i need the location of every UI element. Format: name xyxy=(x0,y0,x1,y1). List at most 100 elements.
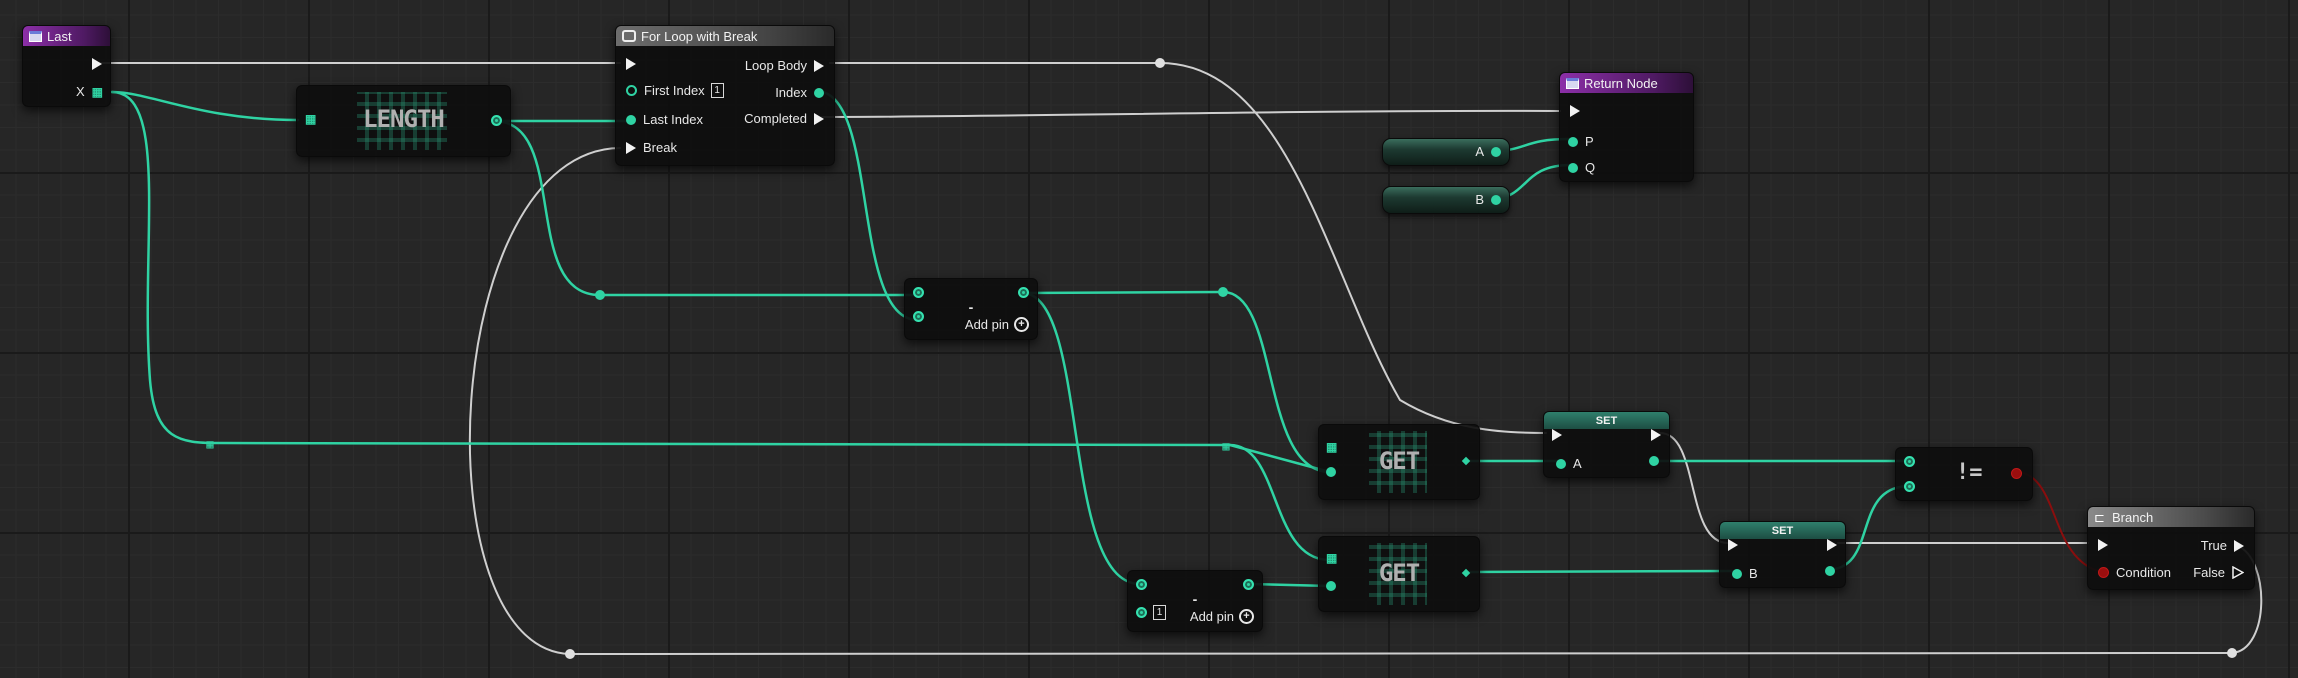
set-b-header[interactable]: SET xyxy=(1720,522,1845,539)
for-loop-title: For Loop with Break xyxy=(641,28,758,44)
for-loop-header[interactable]: For Loop with Break xyxy=(616,26,834,46)
reroute-knot xyxy=(2227,648,2237,658)
condition-label: Condition xyxy=(2116,565,2171,580)
exec-arrow-icon xyxy=(2234,539,2244,552)
add-pin-button[interactable]: Add pin+ xyxy=(1190,609,1254,624)
first-index-pin[interactable]: First Index 1 xyxy=(626,83,724,98)
branch-header[interactable]: ⊏ Branch xyxy=(2088,507,2254,527)
int-pin-icon xyxy=(1243,579,1254,590)
set-a-exec-in[interactable] xyxy=(1552,429,1562,441)
exec-arrow-icon xyxy=(1728,539,1738,551)
x-output-pin[interactable]: X ▦ xyxy=(76,84,103,99)
subtract-node[interactable]: - Add pin+ xyxy=(904,278,1038,340)
for-loop-with-break-node[interactable]: For Loop with Break Loop Body First Inde… xyxy=(615,25,835,166)
last-index-label: Last Index xyxy=(643,112,703,127)
subtract-input-b[interactable] xyxy=(913,311,924,322)
set-b-exec-out[interactable] xyxy=(1827,539,1837,551)
plus-circle-icon: + xyxy=(1239,609,1254,624)
branch-condition-pin[interactable]: Condition xyxy=(2098,565,2171,580)
variable-b-getter[interactable]: B xyxy=(1382,186,1510,214)
bool-pin-icon xyxy=(2098,567,2109,578)
branch-true-pin[interactable]: True xyxy=(2201,538,2244,553)
q-label: Q xyxy=(1585,160,1596,175)
function-icon xyxy=(29,30,42,42)
get2-output[interactable] xyxy=(1461,568,1471,578)
variable-a-getter[interactable]: A xyxy=(1382,138,1510,166)
get2-index-input[interactable] xyxy=(1326,581,1336,591)
get-array-input[interactable]: ▦ xyxy=(1326,441,1337,453)
length-node[interactable]: LENGTH ▦ xyxy=(296,85,511,157)
break-pin[interactable]: Break xyxy=(626,140,677,155)
subtract2-symbol: - xyxy=(1192,591,1198,607)
variable-a-output[interactable]: A xyxy=(1475,144,1501,159)
set-a-value-input[interactable]: A xyxy=(1556,456,1582,471)
set-a-header[interactable]: SET xyxy=(1544,412,1669,429)
exec-arrow-icon xyxy=(1552,429,1562,441)
return-p-pin[interactable]: P xyxy=(1568,134,1594,149)
not-equal-node[interactable]: != xyxy=(1895,447,2033,501)
get-output[interactable] xyxy=(1461,456,1471,466)
subtract2-input-a[interactable] xyxy=(1136,579,1147,590)
last-index-pin[interactable]: Last Index xyxy=(626,112,703,127)
exec-out-pin[interactable] xyxy=(92,58,102,70)
array-pattern xyxy=(357,92,447,150)
not-equal-output[interactable] xyxy=(2011,468,2022,479)
branch-icon: ⊏ xyxy=(2094,509,2105,525)
get2-array-input[interactable]: ▦ xyxy=(1326,552,1337,564)
set-b-output[interactable] xyxy=(1825,566,1835,576)
reroute-knot xyxy=(1155,58,1165,68)
get-index-input[interactable] xyxy=(1326,467,1336,477)
return-node-header[interactable]: Return Node xyxy=(1560,73,1693,93)
int-pin-icon xyxy=(626,114,636,125)
branch-title: Branch xyxy=(2112,509,2154,525)
true-label: True xyxy=(2200,538,2227,553)
variable-b-label: B xyxy=(1475,192,1484,207)
subtract-output[interactable] xyxy=(1018,287,1029,298)
exec-arrow-icon xyxy=(1827,539,1837,551)
exec-in-pin[interactable] xyxy=(626,58,636,70)
plus-circle-icon: + xyxy=(1014,317,1029,332)
vector-pin-icon xyxy=(1556,458,1566,469)
first-index-value-input[interactable]: 1 xyxy=(710,83,724,98)
return-q-pin[interactable]: Q xyxy=(1568,160,1595,175)
set-a-output[interactable] xyxy=(1649,456,1659,466)
set-a-title: SET xyxy=(1595,414,1618,427)
subtract2-output[interactable] xyxy=(1243,579,1254,590)
length-array-input-pin[interactable]: ▦ xyxy=(305,113,316,125)
vector-pin-icon xyxy=(1568,162,1578,173)
completed-pin[interactable]: Completed xyxy=(744,111,824,126)
last-node-header[interactable]: Last xyxy=(23,26,110,46)
subtract-node-2[interactable]: 1 - Add pin+ xyxy=(1127,570,1263,632)
get-node-2[interactable]: GET ▦ xyxy=(1318,536,1480,612)
reroute-array-knot: ▦ xyxy=(1222,439,1230,453)
length-output-pin[interactable] xyxy=(491,115,502,126)
set-b-exec-in[interactable] xyxy=(1728,539,1738,551)
return-node[interactable]: Return Node P Q xyxy=(1559,72,1694,182)
loop-body-pin[interactable]: Loop Body xyxy=(745,58,824,73)
reroute-array-knot: ▦ xyxy=(206,437,214,451)
int-pin-icon xyxy=(1326,467,1336,477)
set-a-exec-out[interactable] xyxy=(1651,429,1661,441)
branch-exec-in[interactable] xyxy=(2098,539,2108,551)
not-equal-input-b[interactable] xyxy=(1904,481,1915,492)
get-node[interactable]: GET ▦ xyxy=(1318,424,1480,500)
vector-pin-icon xyxy=(1491,146,1501,157)
variable-a-label: A xyxy=(1475,144,1484,159)
index-pin[interactable]: Index xyxy=(775,85,824,100)
variable-b-output[interactable]: B xyxy=(1475,192,1501,207)
not-equal-input-a[interactable] xyxy=(1904,456,1915,467)
subtract2-input-b[interactable]: 1 xyxy=(1136,605,1166,620)
set-b-value-input[interactable]: B xyxy=(1732,566,1758,581)
subtract2-const-input[interactable]: 1 xyxy=(1153,605,1166,620)
branch-false-pin[interactable]: False xyxy=(2193,565,2244,580)
last-node-title: Last xyxy=(47,28,72,44)
add-pin-button[interactable]: Add pin+ xyxy=(965,317,1029,332)
set-a-node[interactable]: SET A xyxy=(1543,411,1670,478)
bool-pin-icon xyxy=(2011,468,2022,479)
set-b-node[interactable]: SET B xyxy=(1719,521,1846,588)
subtract-input-a[interactable] xyxy=(913,287,924,298)
last-node[interactable]: Last X ▦ xyxy=(22,25,111,107)
return-exec-in-pin[interactable] xyxy=(1570,105,1580,117)
branch-node[interactable]: ⊏ Branch True Condition False xyxy=(2087,506,2255,590)
